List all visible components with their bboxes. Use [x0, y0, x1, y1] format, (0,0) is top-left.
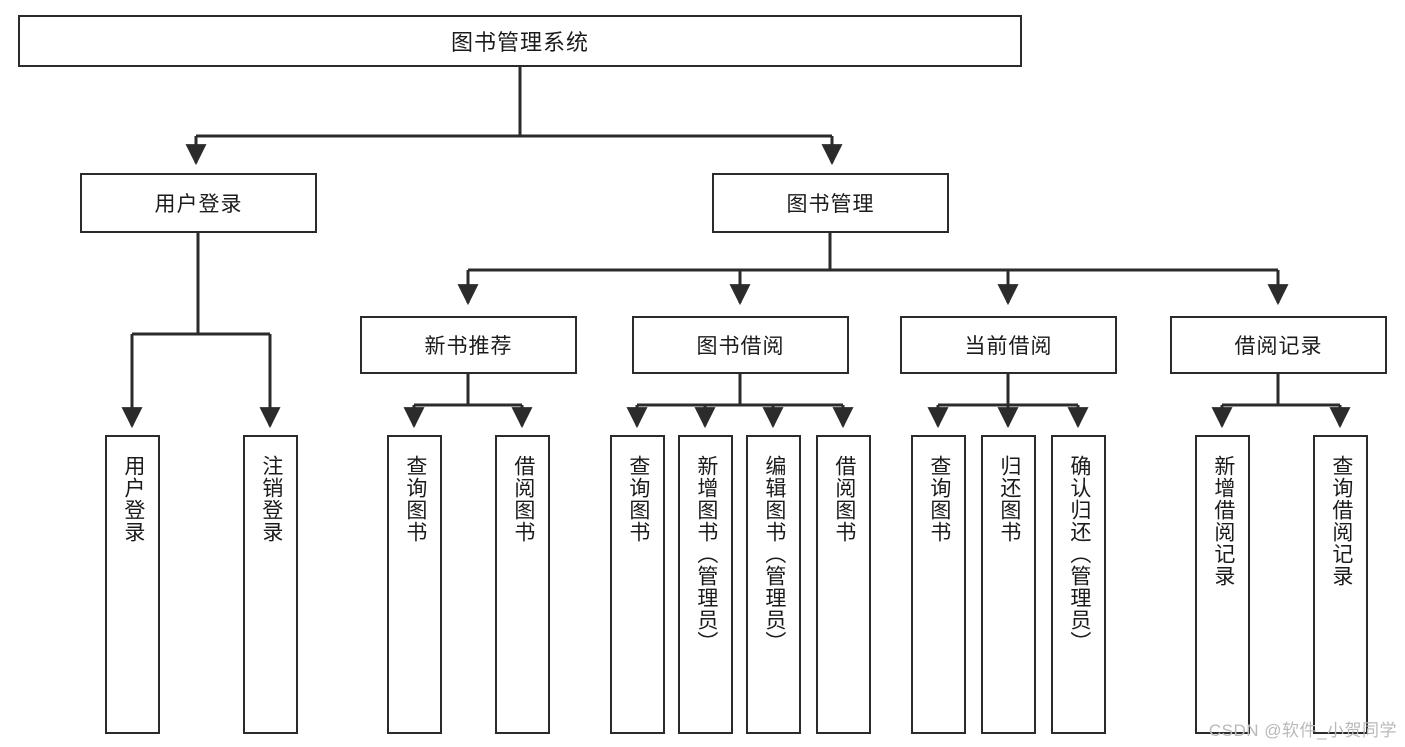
node-leaf-query-book-1-label: 查询图书	[403, 455, 427, 543]
node-leaf-add-book-label: 新增图书（管理员）	[694, 455, 718, 653]
node-leaf-user-logout[interactable]: 注销登录	[243, 435, 298, 734]
node-leaf-query-record[interactable]: 查询借阅记录	[1313, 435, 1368, 734]
node-leaf-add-book[interactable]: 新增图书（管理员）	[678, 435, 733, 734]
node-leaf-query-record-label: 查询借阅记录	[1329, 455, 1353, 587]
node-book-manage-label: 图书管理	[786, 193, 875, 216]
node-leaf-user-logout-label: 注销登录	[259, 455, 283, 543]
node-book-borrow[interactable]: 图书借阅	[632, 316, 849, 374]
node-leaf-query-book-2-label: 查询图书	[626, 455, 650, 543]
node-leaf-confirm-return[interactable]: 确认归还（管理员）	[1051, 435, 1106, 734]
node-borrow-record[interactable]: 借阅记录	[1170, 316, 1387, 374]
node-leaf-user-login[interactable]: 用户登录	[105, 435, 160, 734]
node-leaf-query-book-1[interactable]: 查询图书	[387, 435, 442, 734]
node-leaf-user-login-label: 用户登录	[121, 455, 145, 543]
node-borrow-record-label: 借阅记录	[1234, 335, 1323, 358]
node-leaf-query-book-3[interactable]: 查询图书	[911, 435, 966, 734]
node-leaf-query-book-2[interactable]: 查询图书	[610, 435, 665, 734]
node-leaf-add-record[interactable]: 新增借阅记录	[1195, 435, 1250, 734]
node-leaf-borrow-book-1[interactable]: 借阅图书	[495, 435, 550, 734]
node-leaf-add-record-label: 新增借阅记录	[1211, 455, 1235, 587]
node-leaf-edit-book-label: 编辑图书（管理员）	[762, 455, 786, 653]
node-leaf-borrow-book-2[interactable]: 借阅图书	[816, 435, 871, 734]
node-leaf-return-book[interactable]: 归还图书	[981, 435, 1036, 734]
node-current-borrow-label: 当前借阅	[964, 335, 1053, 358]
node-book-manage[interactable]: 图书管理	[712, 173, 949, 233]
node-user-login[interactable]: 用户登录	[80, 173, 317, 233]
node-root-label: 图书管理系统	[450, 30, 589, 55]
node-new-book-recommend-label: 新书推荐	[424, 335, 513, 358]
node-root[interactable]: 图书管理系统	[18, 15, 1022, 67]
node-leaf-borrow-book-2-label: 借阅图书	[832, 455, 856, 543]
watermark-label: CSDN @软件_小贺同学	[1208, 721, 1397, 740]
node-current-borrow[interactable]: 当前借阅	[900, 316, 1117, 374]
node-leaf-borrow-book-1-label: 借阅图书	[511, 455, 535, 543]
node-leaf-confirm-return-label: 确认归还（管理员）	[1067, 455, 1091, 653]
node-new-book-recommend[interactable]: 新书推荐	[360, 316, 577, 374]
node-user-login-label: 用户登录	[154, 193, 243, 216]
node-leaf-return-book-label: 归还图书	[997, 455, 1021, 543]
node-book-borrow-label: 图书借阅	[696, 335, 785, 358]
node-leaf-query-book-3-label: 查询图书	[927, 455, 951, 543]
node-leaf-edit-book[interactable]: 编辑图书（管理员）	[746, 435, 801, 734]
